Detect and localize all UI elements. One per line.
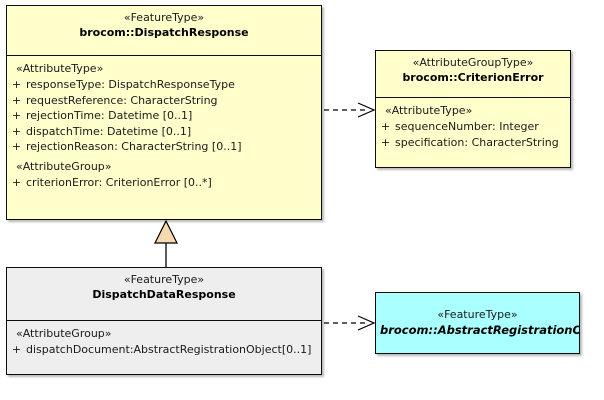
attribute-label: criterionError: CriterionError [0..*]	[26, 176, 212, 190]
attribute-row: + requestReference: CharacterString	[7, 93, 321, 109]
attribute-row: + rejectionReason: CharacterString [0..1…	[7, 139, 321, 155]
attribute-group-label: «AttributeGroup»	[16, 160, 112, 174]
attribute-row: + rejectionTime: Datetime [0..1]	[7, 108, 321, 124]
stereotype-label: «AttributeGroupType»	[412, 56, 534, 69]
class-attributes-dispatch-data-response: «AttributeGroup» + dispatchDocument:Abst…	[7, 320, 321, 374]
attribute-label: rejectionTime: Datetime [0..1]	[26, 109, 193, 123]
class-name-label: brocom::AbstractRegistrationObject	[380, 323, 580, 338]
attribute-group-label: «AttributeType»	[385, 104, 473, 117]
class-header-dispatch-data-response: «FeatureType» DispatchDataResponse	[7, 268, 321, 320]
visibility-marker: +	[11, 140, 22, 154]
visibility-marker: +	[11, 78, 22, 91]
class-name-label: brocom::DispatchResponse	[79, 25, 249, 39]
attribute-label: dispatchDocument:AbstractRegistrationObj…	[26, 343, 312, 356]
class-header-criterion-error: «AttributeGroupType» brocom::CriterionEr…	[376, 51, 570, 97]
attribute-row: + dispatchTime: Datetime [0..1]	[7, 124, 321, 140]
generalization-dispatchdataresponse-dispatchresponse[interactable]	[154, 219, 178, 267]
visibility-marker: +	[380, 120, 391, 133]
visibility-marker: +	[11, 109, 22, 123]
attribute-label: specification: CharacterString	[395, 135, 559, 149]
attribute-label: rejectionReason: CharacterString [0..1]	[26, 140, 242, 154]
visibility-marker: +	[11, 93, 22, 107]
class-box-criterion-error[interactable]: «AttributeGroupType» brocom::CriterionEr…	[375, 50, 571, 168]
visibility-marker: +	[380, 135, 391, 149]
stereotype-label: «FeatureType»	[123, 11, 205, 24]
stereotype-label: «FeatureType»	[123, 273, 205, 286]
stereotype-label: «FeatureType»	[437, 308, 518, 322]
attribute-row: + dispatchDocument:AbstractRegistrationO…	[7, 342, 321, 358]
visibility-marker: +	[11, 343, 22, 356]
class-box-dispatch-response[interactable]: «FeatureType» brocom::DispatchResponse «…	[6, 5, 322, 220]
class-header-dispatch-response: «FeatureType» brocom::DispatchResponse	[7, 6, 321, 55]
attribute-label: sequenceNumber: Integer	[395, 120, 539, 133]
attribute-label: dispatchTime: Datetime [0..1]	[26, 124, 192, 138]
attribute-row: + responseType: DispatchResponseType	[7, 77, 321, 93]
open-arrowhead-icon	[357, 102, 376, 118]
class-box-abstract-registration-object[interactable]: «FeatureType» brocom::AbstractRegistrati…	[375, 292, 580, 354]
visibility-marker: +	[11, 176, 22, 190]
attribute-label: requestReference: CharacterString	[26, 93, 218, 107]
attribute-group-label: «AttributeGroup»	[16, 327, 112, 340]
class-attributes-criterion-error: «AttributeType» + sequenceNumber: Intege…	[376, 97, 570, 167]
attribute-row: + criterionError: CriterionError [0..*]	[7, 175, 321, 191]
class-attributes-dispatch-response: «AttributeType» + responseType: Dispatch…	[7, 55, 321, 219]
generalization-triangle-icon	[154, 219, 178, 244]
dependency-dispatchresponse-criterionerror[interactable]	[324, 102, 376, 118]
attribute-row: + sequenceNumber: Integer	[376, 119, 570, 135]
class-name-label: brocom::CriterionError	[402, 70, 544, 84]
attribute-label: responseType: DispatchResponseType	[26, 78, 235, 91]
class-header-abstract-registration-object: «FeatureType» brocom::AbstractRegistrati…	[376, 293, 579, 353]
class-name-label: DispatchDataResponse	[92, 287, 236, 301]
dependency-dispatchdataresponse-abstractregistrationobject[interactable]	[324, 315, 376, 331]
attribute-group-label: «AttributeType»	[16, 62, 104, 75]
open-arrowhead-icon	[357, 315, 376, 331]
attribute-row: + specification: CharacterString	[376, 135, 570, 151]
class-box-dispatch-data-response[interactable]: «FeatureType» DispatchDataResponse «Attr…	[6, 267, 322, 375]
visibility-marker: +	[11, 124, 22, 138]
